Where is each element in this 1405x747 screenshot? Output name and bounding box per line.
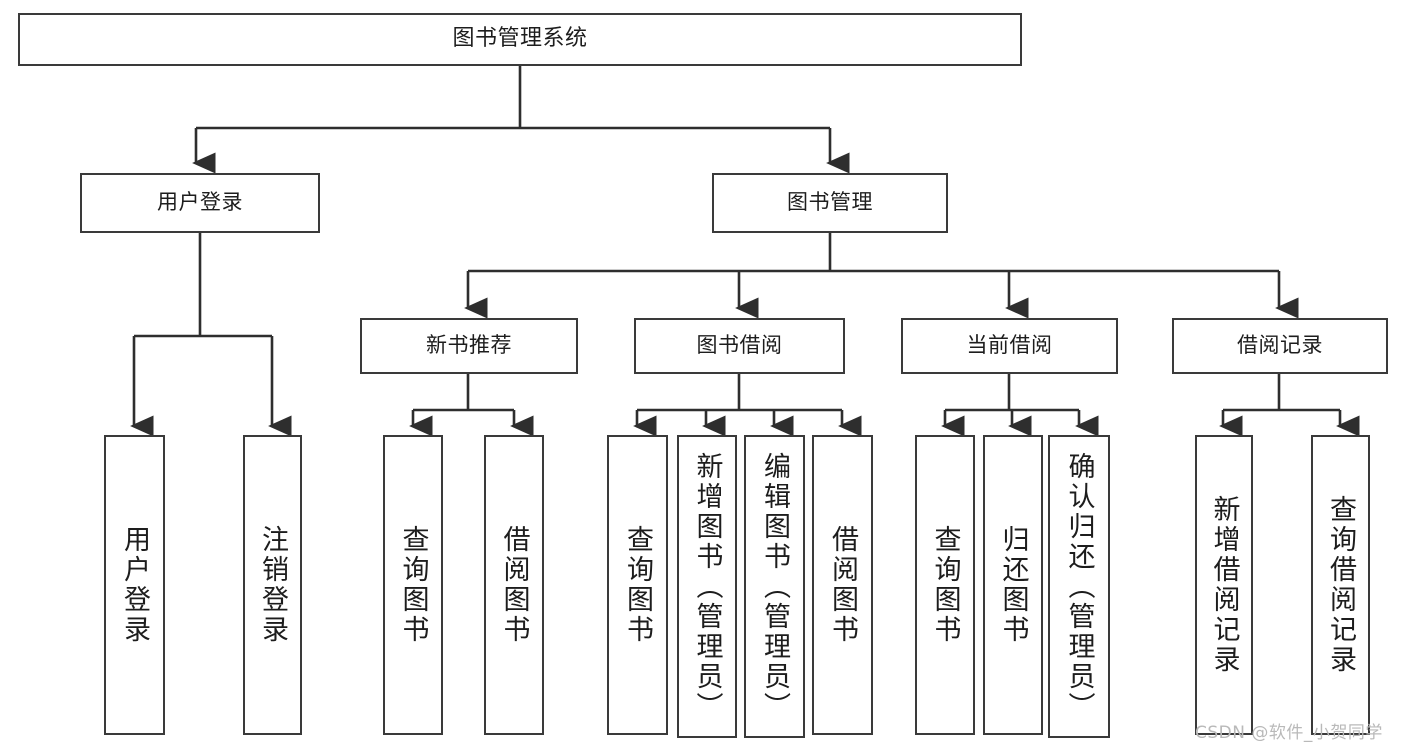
node-leaf-confirm-return-admin[interactable]: 确认归还（管理员） bbox=[1048, 435, 1110, 738]
node-user-login[interactable]: 用户登录 bbox=[80, 173, 320, 233]
node-new-book-recommendation[interactable]: 新书推荐 bbox=[360, 318, 578, 374]
node-leaf-return-books[interactable]: 归还图书 bbox=[983, 435, 1043, 735]
node-book-borrowing[interactable]: 图书借阅 bbox=[634, 318, 845, 374]
node-leaf-query-books-current[interactable]: 查询图书 bbox=[915, 435, 975, 735]
node-label: 新增图书（管理员） bbox=[691, 451, 723, 722]
node-current-borrowing[interactable]: 当前借阅 bbox=[901, 318, 1118, 374]
node-label: 编辑图书（管理员） bbox=[759, 451, 790, 722]
node-label: 借阅记录 bbox=[1237, 333, 1323, 358]
node-label: 注销登录 bbox=[257, 525, 288, 645]
node-leaf-edit-book-admin[interactable]: 编辑图书（管理员） bbox=[744, 435, 805, 738]
node-label: 新增借阅记录 bbox=[1208, 495, 1240, 675]
node-leaf-query-books-borrow[interactable]: 查询图书 bbox=[607, 435, 668, 735]
node-label: 查询图书 bbox=[397, 525, 429, 645]
node-leaf-user-login[interactable]: 用户登录 bbox=[104, 435, 165, 735]
node-leaf-query-books-recommend[interactable]: 查询图书 bbox=[383, 435, 443, 735]
node-label: 借阅图书 bbox=[498, 525, 530, 645]
node-label: 用户登录 bbox=[119, 525, 150, 645]
node-label: 用户登录 bbox=[157, 190, 243, 215]
node-label: 图书管理系统 bbox=[452, 26, 588, 52]
node-label: 归还图书 bbox=[997, 525, 1029, 645]
node-label: 图书管理 bbox=[787, 190, 873, 215]
node-label: 新书推荐 bbox=[426, 333, 512, 358]
node-label: 图书借阅 bbox=[696, 333, 783, 358]
node-label: 查询图书 bbox=[929, 525, 961, 645]
node-label: 确认归还（管理员） bbox=[1063, 451, 1095, 722]
node-leaf-query-borrow-record[interactable]: 查询借阅记录 bbox=[1311, 435, 1370, 735]
node-leaf-add-book-admin[interactable]: 新增图书（管理员） bbox=[677, 435, 737, 738]
node-book-management-system[interactable]: 图书管理系统 bbox=[18, 13, 1022, 66]
node-leaf-add-borrow-record[interactable]: 新增借阅记录 bbox=[1195, 435, 1253, 735]
node-label: 借阅图书 bbox=[827, 525, 858, 645]
node-leaf-borrow-books[interactable]: 借阅图书 bbox=[812, 435, 873, 735]
watermark-text: CSDN @软件_小贺同学 bbox=[1195, 723, 1383, 743]
node-label: 查询图书 bbox=[622, 525, 653, 645]
node-leaf-borrow-books-recommend[interactable]: 借阅图书 bbox=[484, 435, 544, 735]
node-book-management[interactable]: 图书管理 bbox=[712, 173, 948, 233]
node-label: 当前借阅 bbox=[966, 333, 1053, 358]
node-leaf-logout[interactable]: 注销登录 bbox=[243, 435, 302, 735]
node-label: 查询借阅记录 bbox=[1325, 495, 1356, 675]
node-borrowing-record[interactable]: 借阅记录 bbox=[1172, 318, 1388, 374]
